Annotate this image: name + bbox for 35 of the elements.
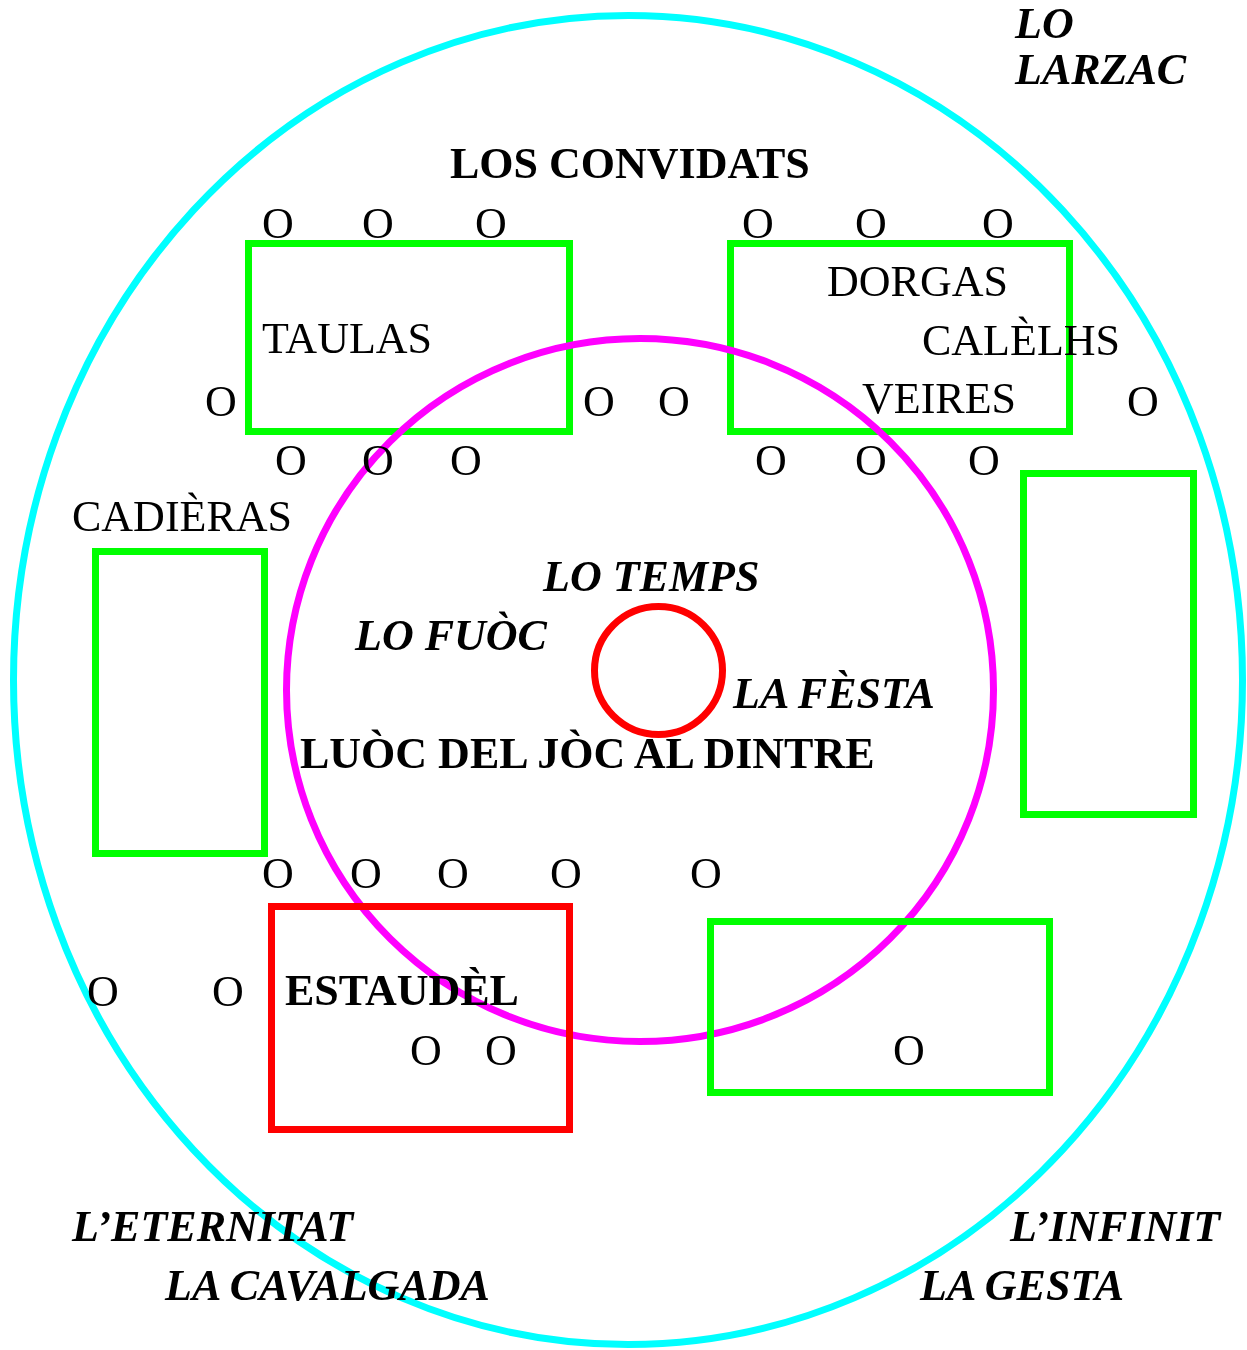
seat-mark: O xyxy=(583,380,615,424)
seat-mark: O xyxy=(437,852,469,896)
seat-mark: O xyxy=(893,1029,925,1073)
place-label: LO xyxy=(1015,2,1074,46)
seat-mark: O xyxy=(275,439,307,483)
seat-mark: O xyxy=(87,970,119,1014)
seat-mark: O xyxy=(262,202,294,246)
seat-mark: O xyxy=(475,202,507,246)
seat-mark: O xyxy=(410,1029,442,1073)
seat-mark: O xyxy=(855,439,887,483)
seat-mark: O xyxy=(982,202,1014,246)
seat-mark: O xyxy=(855,202,887,246)
seat-mark: O xyxy=(658,380,690,424)
seat-mark: O xyxy=(690,852,722,896)
seat-mark: O xyxy=(968,439,1000,483)
place-label: LOS CONVIDATS xyxy=(450,142,810,186)
seat-mark: O xyxy=(450,439,482,483)
seat-mark: O xyxy=(550,852,582,896)
place-label: L’INFINIT xyxy=(1010,1205,1221,1249)
place-label: LARZAC xyxy=(1015,48,1187,92)
area-label: VEIRES xyxy=(862,377,1016,421)
area-label: TAULAS xyxy=(262,317,433,361)
place-label: LA GESTA xyxy=(920,1264,1125,1308)
seat-mark: O xyxy=(212,970,244,1014)
seat-mark: O xyxy=(742,202,774,246)
seat-mark: O xyxy=(1127,380,1159,424)
seat-mark: O xyxy=(485,1029,517,1073)
seat-mark: O xyxy=(205,380,237,424)
seat-mark: O xyxy=(350,852,382,896)
place-label: LO TEMPS xyxy=(543,555,760,599)
seat-mark: O xyxy=(755,439,787,483)
place-label: LA FÈSTA xyxy=(733,672,935,716)
seat-mark: O xyxy=(362,202,394,246)
seat-mark: O xyxy=(262,852,294,896)
area-label: DORGAS xyxy=(827,260,1008,304)
